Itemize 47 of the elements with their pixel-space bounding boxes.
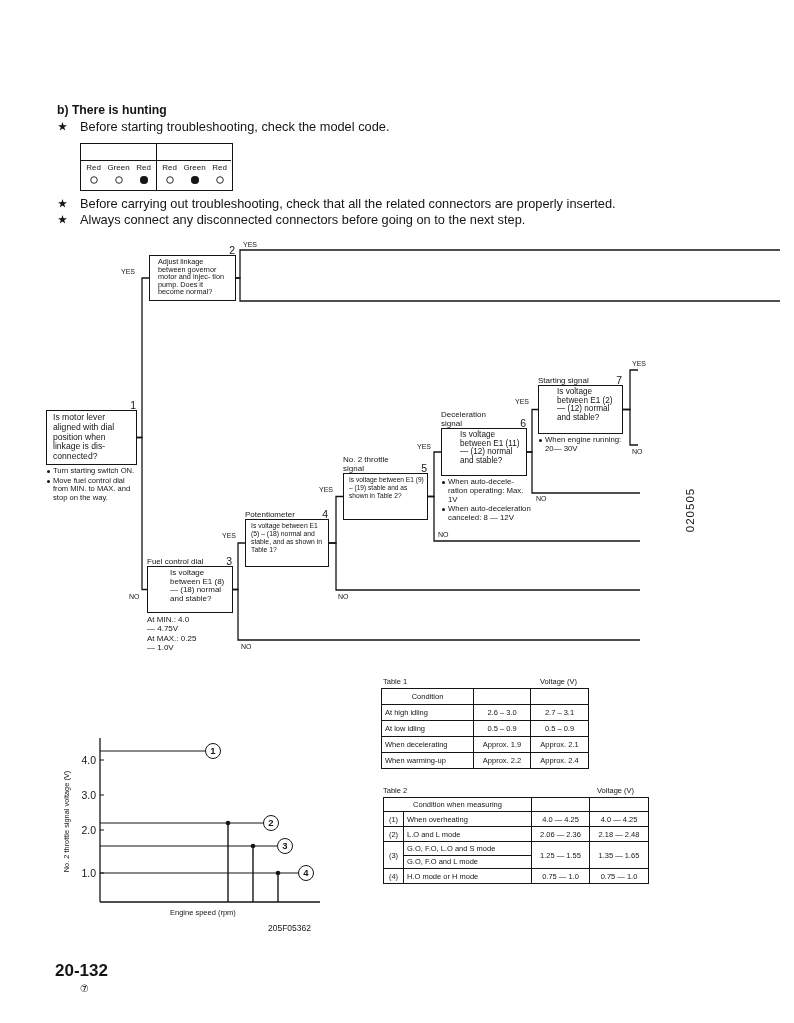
lamp-label: Green xyxy=(106,163,131,172)
callout-number: 1 xyxy=(205,743,221,759)
tick-label: 4.0 xyxy=(80,754,96,766)
step-number: 7 xyxy=(616,375,623,385)
callout-number: 4 xyxy=(298,865,314,881)
step-title: Starting signal xyxy=(538,376,589,385)
note-text: At MIN.: 4.0 — 4.75V xyxy=(147,615,191,633)
connector-line xyxy=(136,436,148,591)
callout-number: 2 xyxy=(263,815,279,831)
step-number: 4 xyxy=(322,509,329,519)
decision-box: Is voltage between E1 (11) — (12) normal and stable? xyxy=(441,428,527,476)
tick-label: 3.0 xyxy=(80,789,96,801)
lamp-label: Green xyxy=(182,163,207,172)
section-title: b) There is hunting xyxy=(57,103,167,118)
document-code: 020505 xyxy=(684,486,696,535)
lamp-label: Red xyxy=(161,163,178,172)
step-title: Deceleration signal xyxy=(441,410,487,428)
decision-box: Is motor lever aligned with dial position when linkage is dis- connected? xyxy=(46,410,137,465)
lamp-label: Red xyxy=(211,163,228,172)
instruction-text: Always connect any disconnected connectors before going on to the next step. xyxy=(80,212,526,227)
connector-line xyxy=(232,588,641,641)
decision-box: Is voltage between E1 (2) — (12) normal and stable? xyxy=(538,385,623,434)
connector-line xyxy=(526,451,641,494)
connector-line xyxy=(328,542,641,591)
connector-line xyxy=(427,495,641,542)
instruction-text: Before starting troubleshooting, check the model code. xyxy=(80,119,390,134)
connector-line xyxy=(622,408,639,446)
note-text: At MAX.: 0.25 — 1.0V xyxy=(147,634,197,652)
callout-number: 3 xyxy=(277,838,293,854)
step-title: Fuel control dial xyxy=(147,557,204,566)
revision-mark: ⑦ xyxy=(80,983,89,995)
instruction-text: Before carrying out troubleshooting, check that all the related connectors are properly inserted. xyxy=(80,196,616,211)
step-number: 5 xyxy=(421,463,428,473)
page-number: 20-132 xyxy=(55,961,108,980)
step-title: No. 2 throttle signal xyxy=(343,455,390,473)
tick-label: 1.0 xyxy=(80,867,96,879)
lamp-label: Red xyxy=(85,163,102,172)
step-number: 1 xyxy=(130,400,137,410)
lamp-label: Red xyxy=(135,163,152,172)
decision-box: Is voltage between E1 (8) — (18) normal and stable? xyxy=(147,566,233,613)
step-number: 3 xyxy=(226,556,233,566)
connector-line xyxy=(235,277,781,302)
step-number: 2 xyxy=(229,245,236,255)
figure-code: 205F05362 xyxy=(268,923,311,933)
tick-label: 2.0 xyxy=(80,824,96,836)
step-title: Potentiometer xyxy=(245,510,295,519)
step-number: 6 xyxy=(520,418,527,428)
